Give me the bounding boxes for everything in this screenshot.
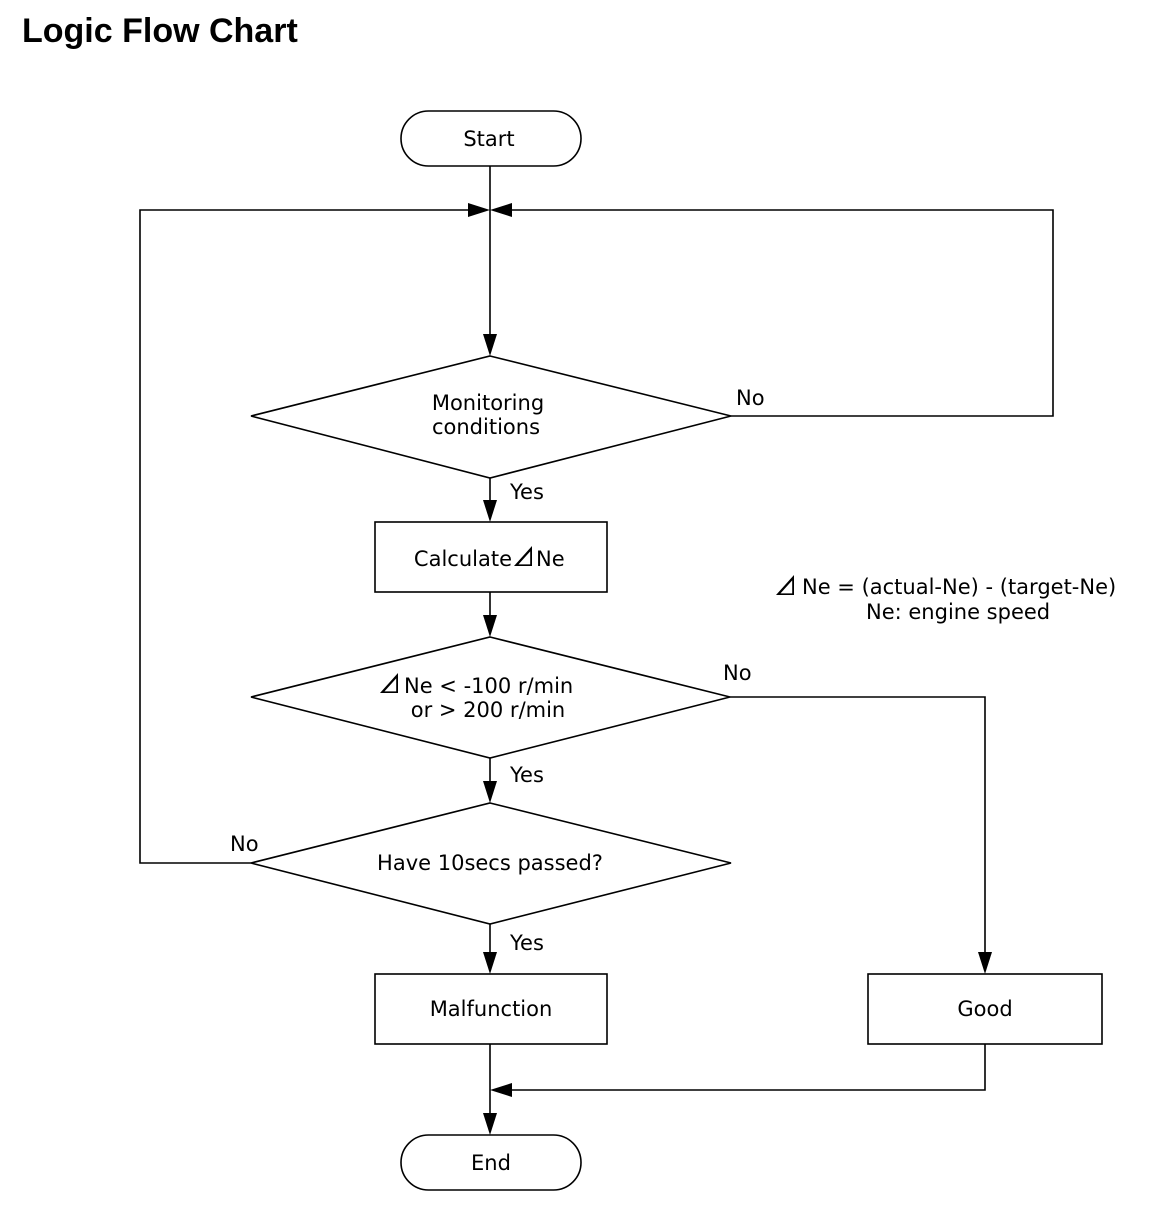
monitoring-yes-label: Yes xyxy=(509,480,544,504)
threshold-decision-shape xyxy=(250,636,731,759)
monitoring-label-line1: Monitoring xyxy=(432,391,544,415)
arrowheads xyxy=(468,203,992,1135)
malfunction-process-shape xyxy=(374,973,608,1045)
arrowhead-down xyxy=(483,781,497,803)
threshold-no-label: No xyxy=(723,661,752,685)
delta-icon xyxy=(776,575,794,595)
timer-label: Have 10secs passed? xyxy=(377,851,603,875)
calculate-label-suffix: Ne xyxy=(536,547,565,571)
arrowhead-left xyxy=(490,1083,512,1097)
arrowhead-left xyxy=(490,203,512,217)
start-label: Start xyxy=(463,127,514,151)
calculate-process: Calculate Ne xyxy=(374,521,608,593)
monitoring-no-label: No xyxy=(736,386,765,410)
arrowhead-down xyxy=(483,334,497,356)
end-terminator-shape xyxy=(400,1134,582,1191)
monitoring-decision-shape xyxy=(250,355,732,479)
monitoring-label-line2: conditions xyxy=(432,415,540,439)
end-label: End xyxy=(471,1151,511,1175)
good-to-end-line xyxy=(512,1044,986,1091)
arrowhead-down xyxy=(483,500,497,522)
calculate-label-prefix: Calculate xyxy=(414,547,512,571)
timer-yes-label: Yes xyxy=(509,931,544,955)
timer-decision: Have 10secs passed? xyxy=(250,802,732,925)
threshold-decision: Ne < -100 r/min or > 200 r/min xyxy=(250,636,731,759)
note-line2: Ne: engine speed xyxy=(866,600,1050,624)
delta-ne-definition-note: Ne = (actual-Ne) - (target-Ne) Ne: engin… xyxy=(776,575,1116,624)
note-line1: Ne = (actual-Ne) - (target-Ne) xyxy=(802,575,1116,599)
arrowhead-down xyxy=(978,952,992,974)
threshold-label-line1: Ne < -100 r/min xyxy=(404,674,573,698)
calculate-process-shape xyxy=(374,521,608,593)
arrowhead-down xyxy=(483,615,497,637)
good-label: Good xyxy=(957,997,1012,1021)
malfunction-process: Malfunction xyxy=(374,973,608,1045)
monitoring-decision: Monitoring conditions xyxy=(250,355,732,479)
arrowhead-down xyxy=(483,952,497,974)
end-terminator: End xyxy=(400,1134,582,1191)
timer-decision-shape xyxy=(250,802,732,925)
page-title: Logic Flow Chart xyxy=(22,12,298,50)
timer-no-loop-line xyxy=(139,209,468,864)
start-terminator-shape xyxy=(400,110,582,167)
monitoring-no-loop-line xyxy=(512,209,1054,417)
start-terminator: Start xyxy=(400,110,582,167)
threshold-yes-label: Yes xyxy=(509,763,544,787)
arrowhead-down xyxy=(483,1113,497,1135)
malfunction-label: Malfunction xyxy=(430,997,553,1021)
threshold-label-line2: or > 200 r/min xyxy=(411,698,566,722)
arrowhead-right xyxy=(468,203,490,217)
good-process-shape xyxy=(867,973,1103,1045)
good-process: Good xyxy=(867,973,1103,1045)
threshold-no-line xyxy=(730,696,986,960)
timer-no-label: No xyxy=(230,832,259,856)
connectors xyxy=(139,166,1054,1120)
